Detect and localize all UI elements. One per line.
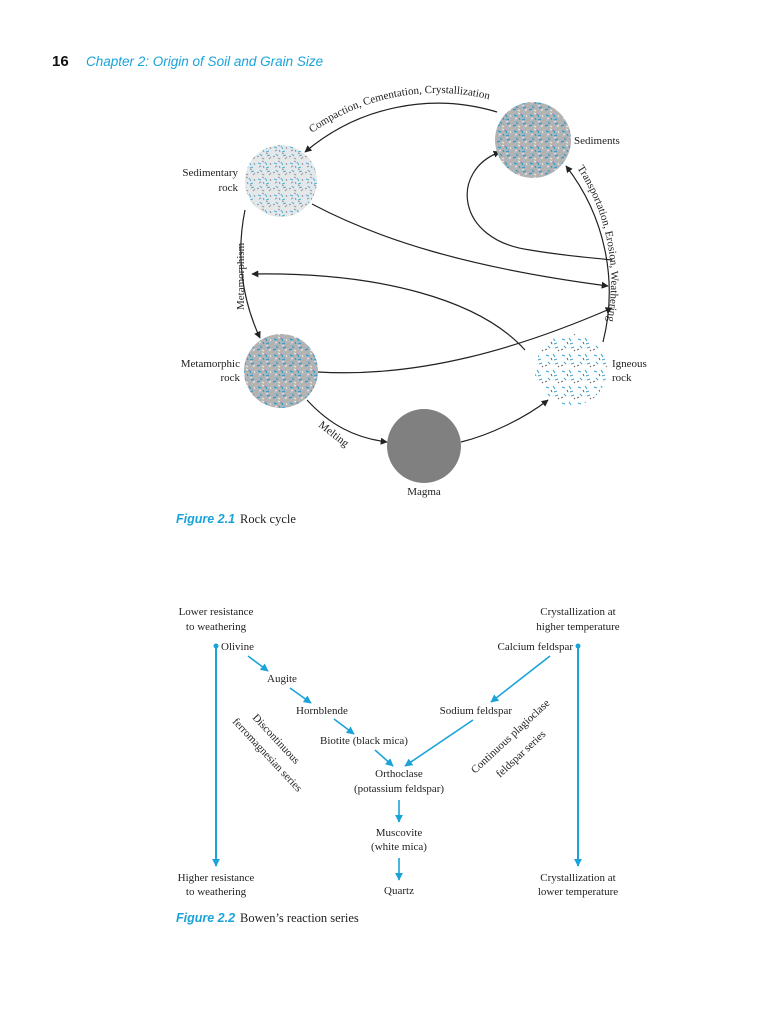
page-number: 16 [52,53,69,70]
label-metamorphic-2: rock [220,372,240,384]
metamorphic-rock-circle [244,334,318,408]
bowens-reaction-figure: Lower resistance to weathering Crystalli… [176,606,620,925]
arrow-augite-hornblende [289,687,312,704]
left-top-1: Lower resistance [179,606,254,618]
mineral-olivine: Olivine [221,641,254,653]
arrow-olivine-augite [247,655,269,672]
sedimentary-rock-circle [245,145,317,217]
igneous-rock-circle [535,334,607,406]
inner-sediments-loop [466,150,613,261]
arrow-hornblende-biotite [333,718,355,735]
mineral-augite: Augite [267,673,297,685]
arrow-sodium-orthoclase [404,719,474,767]
mineral-muscovite-1: Muscovite [376,827,423,839]
right-bottom-1: Crystallization at [540,872,615,884]
left-top-2: to weathering [186,621,247,633]
arrow-biotite-orthoclase [374,749,394,767]
mineral-calcium-feldspar: Calcium feldspar [498,641,574,653]
mineral-quartz: Quartz [384,885,414,897]
inner-sedimentary-to-weathering [311,203,609,289]
label-magma: Magma [407,486,441,498]
label-sedimentary-1: Sedimentary [182,167,238,179]
mineral-biotite: Biotite (black mica) [320,735,408,747]
mineral-hornblende: Hornblende [296,705,348,717]
sediments-circle [495,102,571,178]
mineral-orthoclase-2: (potassium feldspar) [354,783,444,795]
label-igneous-1: Igneous [612,358,647,370]
mineral-sodium-feldspar: Sodium feldspar [440,705,513,717]
arc-melting [306,399,388,445]
magma-circle [387,409,461,483]
arrow-calcium-sodium [490,655,551,703]
inner-metamorphic-to-weathering [317,307,613,374]
arc-compaction [304,102,498,153]
left-bottom-1: Higher resistance [178,872,255,884]
arc-transportation [565,165,610,343]
mineral-orthoclase-1: Orthoclase [375,768,423,780]
process-compaction: Compaction, Cementation, Crystallization [307,84,492,136]
right-top-1: Crystallization at [540,606,615,618]
arc-metamorphism [240,209,261,339]
process-metamorphism: Metamorphism [235,242,247,310]
right-top-2: higher temperature [536,621,619,633]
inner-igneous-to-sedimentary [251,270,526,351]
process-transportation: Transportation, Erosion, Weathering [574,163,620,323]
left-bottom-2: to weathering [186,886,247,898]
right-bottom-2: lower temperature [538,886,618,898]
label-metamorphic-1: Metamorphic [181,358,240,370]
arc-igneous [460,399,549,443]
label-sedimentary-2: rock [218,182,238,194]
mineral-muscovite-2: (white mica) [371,841,427,853]
chapter-title: Chapter 2: Origin of Soil and Grain Size [86,54,324,69]
label-igneous-2: rock [612,372,632,384]
label-sediments: Sediments [574,135,620,147]
